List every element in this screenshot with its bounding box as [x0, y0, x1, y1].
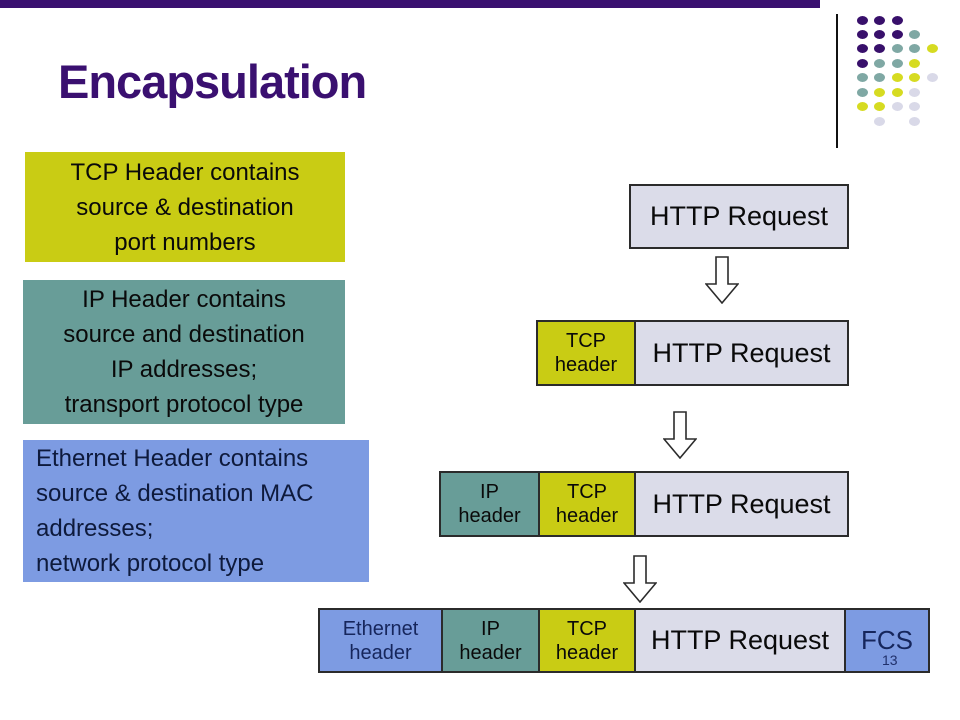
- cell-ethernet-header-label: Ethernet header: [342, 617, 419, 664]
- cell-ip-header: IP header: [441, 473, 538, 535]
- decor-dot: [857, 16, 868, 25]
- cell-ip-header-label: IP header: [459, 617, 522, 664]
- decor-dot: [874, 44, 885, 53]
- note-tcp-header-text: TCP Header contains source & destination…: [70, 158, 300, 256]
- cell-http-request-label: HTTP Request: [652, 337, 831, 368]
- decor-dot: [927, 73, 938, 82]
- decor-dot: [874, 88, 885, 97]
- cell-ethernet-header: Ethernet header: [320, 610, 441, 671]
- cell-fcs: FCS: [844, 610, 928, 671]
- cell-tcp-header: TCP header: [538, 473, 634, 535]
- decor-dot: [892, 102, 903, 111]
- packet-row-http: HTTP Request: [629, 184, 849, 249]
- note-ip-header-text: IP Header contains source and destinatio…: [63, 286, 305, 418]
- decor-dot: [892, 59, 903, 68]
- cell-http-request: HTTP Request: [634, 473, 847, 535]
- cell-tcp-header: TCP header: [538, 610, 634, 671]
- note-ip-header: IP Header contains source and destinatio…: [23, 280, 345, 424]
- decor-dot: [874, 73, 885, 82]
- packet-row-ip: IP header TCP header HTTP Request: [439, 471, 849, 537]
- decor-dot: [909, 73, 920, 82]
- decor-dot: [892, 16, 903, 25]
- decor-dot: [874, 59, 885, 68]
- cell-http-request: HTTP Request: [634, 610, 844, 671]
- down-arrow-icon: [623, 555, 657, 603]
- down-arrow-icon: [663, 411, 697, 459]
- cell-ip-header: IP header: [441, 610, 538, 671]
- decor-dot: [892, 30, 903, 39]
- cell-tcp-header-label: TCP header: [555, 617, 619, 664]
- decor-dot: [909, 30, 920, 39]
- cell-ip-header-label: IP header: [458, 481, 521, 527]
- decor-dot: [874, 30, 885, 39]
- down-arrow-icon: [705, 256, 739, 304]
- decoration-vertical-line: [836, 14, 838, 148]
- cell-tcp-header-label: TCP header: [554, 330, 618, 376]
- decor-dot: [874, 102, 885, 111]
- cell-http-request-label: HTTP Request: [650, 625, 830, 655]
- slide-title: Encapsulation: [58, 55, 367, 108]
- note-ethernet-header-text: Ethernet Header contains source & destin…: [36, 445, 314, 577]
- decor-dot: [909, 44, 920, 53]
- packet-row-tcp: TCP header HTTP Request: [536, 320, 849, 386]
- decor-dot: [892, 73, 903, 82]
- decor-dot: [909, 102, 920, 111]
- cell-http-request-label: HTTP Request: [649, 201, 829, 231]
- decor-dot: [857, 88, 868, 97]
- decor-dot: [857, 73, 868, 82]
- decor-dot: [857, 102, 868, 111]
- top-accent-bar: [0, 0, 820, 8]
- decor-dot: [909, 117, 920, 126]
- decor-dot: [909, 59, 920, 68]
- decor-dot: [874, 117, 885, 126]
- decor-dot: [857, 44, 868, 53]
- packet-row-ethernet: Ethernet header IP header TCP header HTT…: [318, 608, 930, 673]
- decor-dot: [874, 16, 885, 25]
- page-number: 13: [882, 652, 898, 668]
- decor-dot: [892, 88, 903, 97]
- cell-fcs-label: FCS: [861, 625, 913, 655]
- cell-tcp-header: TCP header: [538, 322, 634, 384]
- note-tcp-header: TCP Header contains source & destination…: [25, 152, 345, 262]
- cell-tcp-header-label: TCP header: [555, 481, 619, 527]
- cell-http-request: HTTP Request: [631, 186, 847, 247]
- cell-http-request: HTTP Request: [634, 322, 847, 384]
- decor-dot: [857, 30, 868, 39]
- decor-dot: [857, 59, 868, 68]
- note-ethernet-header: Ethernet Header contains source & destin…: [23, 440, 369, 582]
- decor-dot: [909, 88, 920, 97]
- decor-dot: [892, 44, 903, 53]
- cell-http-request-label: HTTP Request: [652, 488, 831, 519]
- decor-dot: [927, 44, 938, 53]
